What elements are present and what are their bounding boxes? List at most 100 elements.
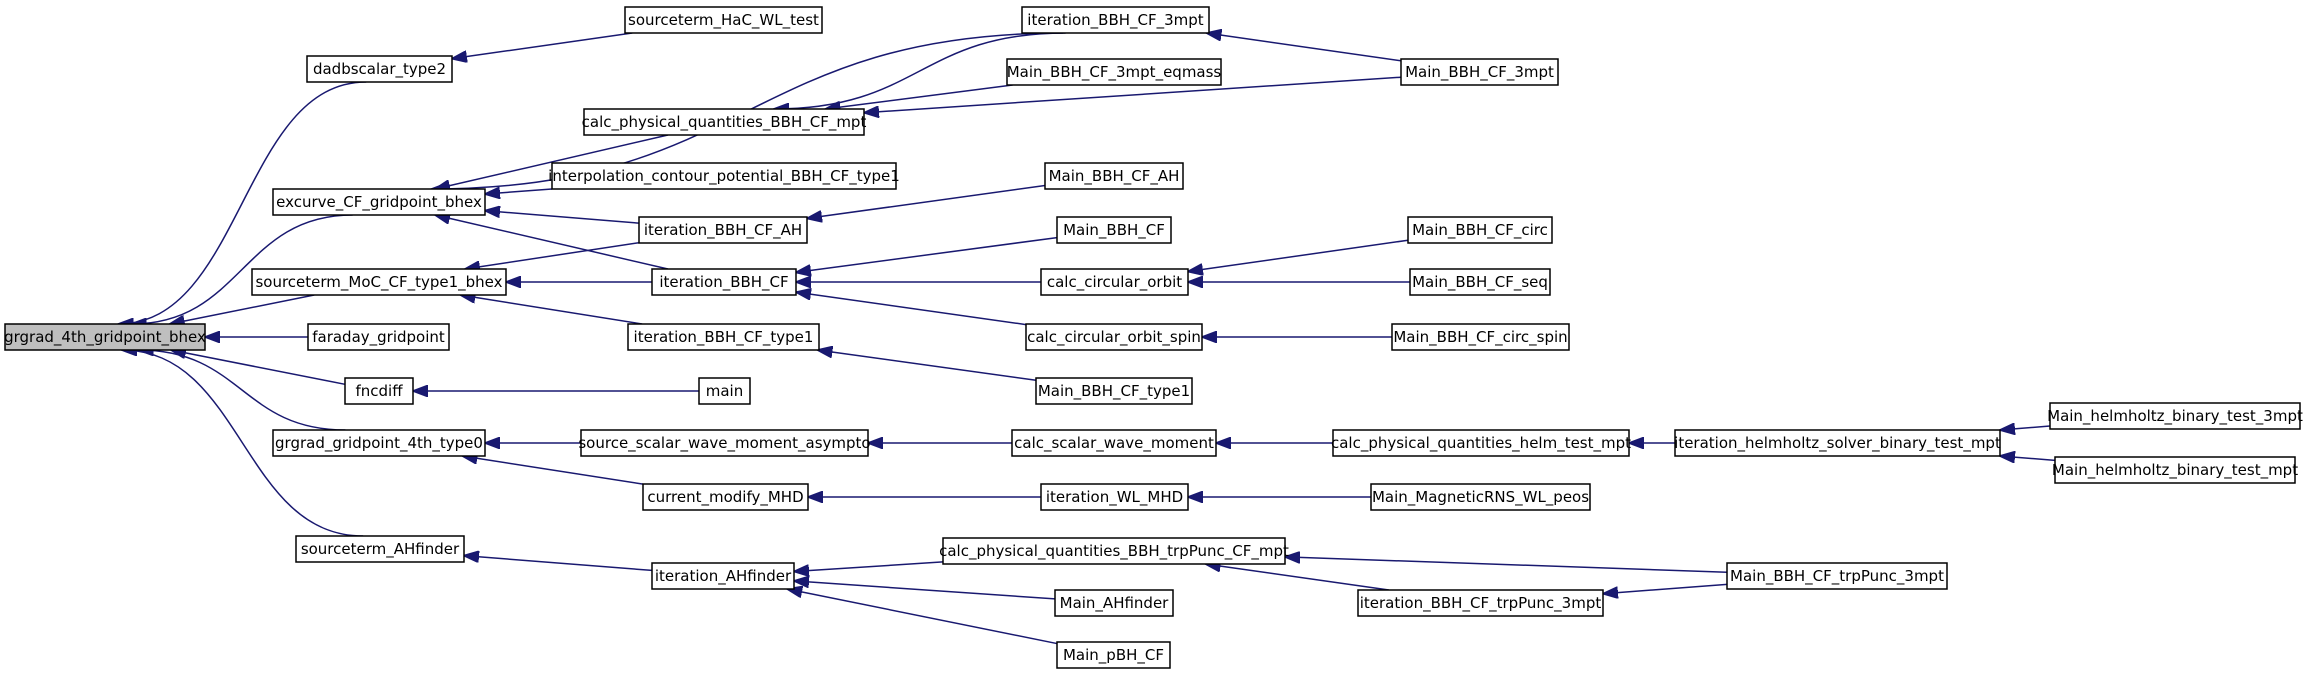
node-box xyxy=(651,562,795,590)
node-main-bbh-cf-type1[interactable]: Main_BBH_CF_type1 xyxy=(1035,377,1193,405)
node-label: Main_helmholtz_binary_test_3mpt xyxy=(2047,407,2303,426)
node-box xyxy=(251,268,507,296)
node-label: source_scalar_wave_moment_asympto xyxy=(578,434,870,453)
node-main-bbh-cf-3mpt-eqmass[interactable]: Main_BBH_CF_3mpt_eqmass xyxy=(1006,58,1222,86)
node-label: interpolation_contour_potential_BBH_CF_t… xyxy=(548,167,900,186)
edge-main-bbh-cf-3mpt-to-calc-physical-quantities-bbh-cf-mpt xyxy=(864,76,1402,113)
node-box xyxy=(1025,323,1203,351)
node-calc-scalar-wave-moment[interactable]: calc_scalar_wave_moment xyxy=(1011,429,1217,457)
node-source-scalar-wave-moment-asympto[interactable]: source_scalar_wave_moment_asympto xyxy=(578,429,871,457)
node-iteration-bbh-cf[interactable]: iteration_BBH_CF xyxy=(651,268,797,296)
node-label: calc_circular_orbit_spin xyxy=(1027,328,1201,347)
node-label: calc_physical_quantities_BBH_CF_mpt xyxy=(582,113,867,132)
node-main[interactable]: main xyxy=(698,377,751,405)
node-label: Main_MagneticRNS_WL_peos xyxy=(1372,488,1589,507)
node-label: iteration_BBH_CF_3mpt xyxy=(1027,11,1204,30)
node-calc-physical-quantities-helm-test-mpt[interactable]: calc_physical_quantities_helm_test_mpt xyxy=(1331,429,1631,457)
node-main-bbh-cf-trppunc-3mpt[interactable]: Main_BBH_CF_trpPunc_3mpt xyxy=(1726,562,1948,590)
node-calc-physical-quantities-bbh-cf-mpt[interactable]: calc_physical_quantities_BBH_CF_mpt xyxy=(582,108,867,136)
node-iteration-ahfinder[interactable]: iteration_AHfinder xyxy=(651,562,795,590)
node-label: Main_BBH_CF_3mpt_eqmass xyxy=(1007,63,1222,82)
node-label: fncdiff xyxy=(355,382,403,400)
node-iteration-bbh-cf-type1[interactable]: iteration_BBH_CF_type1 xyxy=(627,323,820,351)
node-box xyxy=(1407,216,1553,244)
node-label: Main_BBH_CF_seq xyxy=(1412,273,1548,292)
node-grgrad-gridpoint-4th-type0[interactable]: grgrad_gridpoint_4th_type0 xyxy=(272,429,486,457)
node-box xyxy=(1011,429,1217,457)
node-label: Main_BBH_CF xyxy=(1063,221,1165,240)
node-main-bbh-cf-seq[interactable]: Main_BBH_CF_seq xyxy=(1409,268,1551,296)
edge-sourceterm-ahfinder-to-grgrad-4th-gridpoint-bhex xyxy=(122,350,364,537)
node-label: Main_pBH_CF xyxy=(1063,646,1164,665)
node-main-bbh-cf-3mpt[interactable]: Main_BBH_CF_3mpt xyxy=(1400,58,1559,86)
node-iteration-helmholtz-solver-binary-test-mpt[interactable]: iteration_helmholtz_solver_binary_test_m… xyxy=(1674,429,2001,457)
node-main-helmholtz-binary-test-3mpt[interactable]: Main_helmholtz_binary_test_3mpt xyxy=(2047,402,2303,430)
node-label: iteration_BBH_CF_AH xyxy=(644,221,802,240)
node-box xyxy=(4,323,206,351)
node-main-ahfinder[interactable]: Main_AHfinder xyxy=(1054,589,1174,617)
node-label: Main_BBH_CF_AH xyxy=(1049,167,1180,186)
edge-layer xyxy=(118,33,2056,645)
node-faraday-gridpoint[interactable]: faraday_gridpoint xyxy=(307,323,450,351)
node-box xyxy=(272,188,486,216)
edge-interpolation-contour-potential-bbh-cf-type1-to-excurve-cf-gridpoint-bhex xyxy=(485,189,553,194)
node-box xyxy=(642,483,809,511)
node-box xyxy=(638,216,808,244)
node-label: grgrad_gridpoint_4th_type0 xyxy=(275,434,483,453)
node-main-bbh-cf[interactable]: Main_BBH_CF xyxy=(1056,216,1172,244)
node-label: calc_circular_orbit xyxy=(1047,273,1182,292)
node-main-helmholtz-binary-test-mpt[interactable]: Main_helmholtz_binary_test_mpt xyxy=(2052,456,2298,484)
node-box xyxy=(942,537,1286,565)
node-box xyxy=(627,323,820,351)
node-box xyxy=(1006,58,1222,86)
node-label: iteration_BBH_CF_type1 xyxy=(634,328,814,347)
node-interpolation-contour-potential-bbh-cf-type1[interactable]: interpolation_contour_potential_BBH_CF_t… xyxy=(548,162,900,190)
node-iteration-bbh-cf-ah[interactable]: iteration_BBH_CF_AH xyxy=(638,216,808,244)
node-label: iteration_WL_MHD xyxy=(1046,488,1183,507)
node-box xyxy=(1040,483,1189,511)
node-sourceterm-ahfinder[interactable]: sourceterm_AHfinder xyxy=(295,535,465,563)
edge-iteration-bbh-cf-to-excurve-cf-gridpoint-bhex xyxy=(435,215,669,270)
node-fncdiff[interactable]: fncdiff xyxy=(344,377,414,405)
node-box xyxy=(1370,483,1591,511)
node-current-modify-mhd[interactable]: current_modify_MHD xyxy=(642,483,809,511)
node-calc-circular-orbit-spin[interactable]: calc_circular_orbit_spin xyxy=(1025,323,1203,351)
node-label: Main_BBH_CF_3mpt xyxy=(1405,63,1554,82)
node-iteration-wl-mhd[interactable]: iteration_WL_MHD xyxy=(1040,483,1189,511)
node-box xyxy=(1391,323,1570,351)
node-sourceterm-hac-wl-test[interactable]: sourceterm_HaC_WL_test xyxy=(624,6,823,34)
node-main-pbh-cf[interactable]: Main_pBH_CF xyxy=(1056,641,1171,669)
node-layer: grgrad_4th_gridpoint_bhex dadbscalar_type… xyxy=(4,6,2303,669)
node-box xyxy=(1332,429,1630,457)
edge-dadbscalar-type2-to-grgrad-4th-gridpoint-bhex xyxy=(118,81,367,324)
node-calc-physical-quantities-bbh-trppunc-cf-mpt[interactable]: calc_physical_quantities_BBH_trpPunc_CF_… xyxy=(939,537,1289,565)
node-box xyxy=(1409,268,1551,296)
edge-main-helmholtz-binary-test-3mpt-to-iteration-helmholtz-solver-binary-test-mpt xyxy=(2000,426,2051,430)
edge-main-bbh-cf-ah-to-iteration-bbh-cf-ah xyxy=(807,184,1046,219)
node-label: iteration_AHfinder xyxy=(655,567,792,586)
node-iteration-bbh-cf-trppunc-3mpt[interactable]: iteration_BBH_CF_trpPunc_3mpt xyxy=(1357,589,1604,617)
edge-main-bbh-cf-trppunc-3mpt-to-iteration-bbh-cf-trppunc-3mpt xyxy=(1603,583,1728,593)
node-label: calc_physical_quantities_BBH_trpPunc_CF_… xyxy=(939,542,1289,561)
node-grgrad-4th-gridpoint-bhex[interactable]: grgrad_4th_gridpoint_bhex xyxy=(4,323,206,351)
edge-main-helmholtz-binary-test-mpt-to-iteration-helmholtz-solver-binary-test-mpt xyxy=(2000,456,2056,460)
node-excurve-cf-gridpoint-bhex[interactable]: excurve_CF_gridpoint_bhex xyxy=(272,188,486,216)
edge-main-bbh-cf-3mpt-eqmass-to-calc-physical-quantities-bbh-cf-mpt xyxy=(825,84,1013,109)
node-main-magneticrns-wl-peos[interactable]: Main_MagneticRNS_WL_peos xyxy=(1370,483,1591,511)
node-box xyxy=(580,429,869,457)
node-main-bbh-cf-circ[interactable]: Main_BBH_CF_circ xyxy=(1407,216,1553,244)
edge-iteration-bbh-cf-type1-to-sourceterm-moc-cf-type1-bhex xyxy=(460,295,643,325)
node-label: Main_AHfinder xyxy=(1060,594,1170,613)
node-label: calc_scalar_wave_moment xyxy=(1014,434,1214,453)
node-sourceterm-moc-cf-type1-bhex[interactable]: sourceterm_MoC_CF_type1_bhex xyxy=(251,268,507,296)
node-dadbscalar-type2[interactable]: dadbscalar_type2 xyxy=(306,55,453,83)
node-label: sourceterm_AHfinder xyxy=(301,540,460,559)
node-calc-circular-orbit[interactable]: calc_circular_orbit xyxy=(1040,268,1189,296)
node-main-bbh-cf-circ-spin[interactable]: Main_BBH_CF_circ_spin xyxy=(1391,323,1570,351)
edge-main-pbh-cf-to-iteration-ahfinder xyxy=(787,589,1058,645)
node-main-bbh-cf-ah[interactable]: Main_BBH_CF_AH xyxy=(1044,162,1184,190)
edge-iteration-bbh-cf-ah-to-excurve-cf-gridpoint-bhex xyxy=(485,211,640,224)
edge-main-bbh-cf-3mpt-to-iteration-bbh-cf-3mpt xyxy=(1207,33,1402,62)
node-iteration-bbh-cf-3mpt[interactable]: iteration_BBH_CF_3mpt xyxy=(1021,6,1210,34)
